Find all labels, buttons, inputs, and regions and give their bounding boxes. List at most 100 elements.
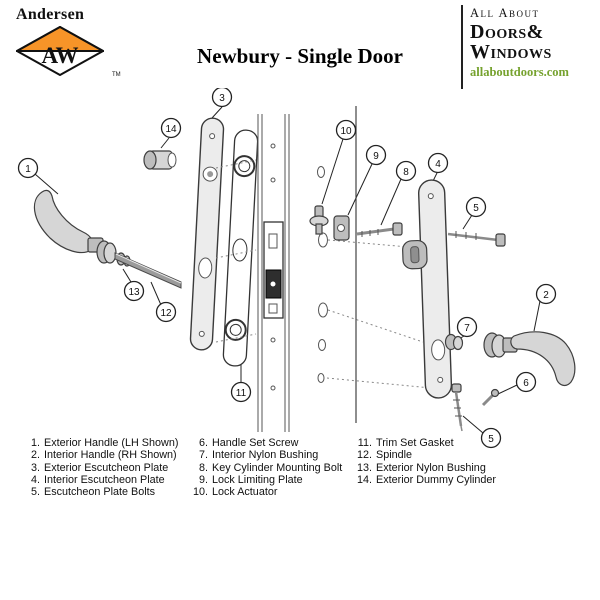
legend-item: 14. Exterior Dummy Cylinder (354, 474, 554, 486)
legend-item: 4. Interior Escutcheon Plate (22, 474, 187, 486)
store-url: allaboutdoors.com (470, 64, 569, 79)
legend-item-label: Escutcheon Plate Bolts (44, 486, 156, 499)
logo-monogram: AW (41, 43, 78, 68)
legend-item-label: Exterior Nylon Bushing (376, 461, 486, 474)
legend-item: 10. Lock Actuator (190, 486, 355, 498)
legend-item-number: 7. (198, 449, 208, 462)
header-divider (461, 5, 463, 89)
callout-5-bottom: 5 (480, 427, 502, 449)
legend-item-label: Interior Escutcheon Plate (44, 473, 165, 486)
legend-item: 13. Exterior Nylon Bushing (354, 462, 554, 474)
interior-handle (483, 331, 576, 387)
legend-item-label: Trim Set Gasket (376, 437, 454, 449)
callout-7: 7 (456, 316, 478, 338)
andersen-brand: Andersen AW TM (16, 6, 126, 78)
svg-text:3: 3 (219, 93, 225, 104)
legend-item: 7. Interior Nylon Bushing (190, 449, 355, 461)
legend-item: 2. Interior Handle (RH Shown) (22, 449, 187, 461)
callout-14: 14 (160, 117, 182, 139)
door-face-line (317, 106, 453, 423)
callouts: 1 2 3 4 5 5 6 (17, 88, 557, 449)
svg-text:8: 8 (403, 167, 409, 178)
interior-assembly (309, 106, 576, 432)
page-title: Newbury - Single Door (197, 44, 403, 68)
callout-5-top: 5 (465, 196, 487, 218)
legend-item: 12. Spindle (354, 449, 554, 461)
svg-text:13: 13 (128, 287, 140, 298)
legend-item: 8. Key Cylinder Mounting Bolt (190, 462, 355, 474)
exploded-diagram: 1 2 3 4 5 5 6 (17, 88, 576, 449)
legend-item: 3. Exterior Escutcheon Plate (22, 462, 187, 474)
legend-item: 6. Handle Set Screw (190, 437, 355, 449)
svg-text:2: 2 (543, 290, 549, 301)
legend-item-number: 5. (30, 486, 40, 499)
legend-item-label: Interior Handle (RH Shown) (44, 449, 177, 462)
legend-item: 5. Escutcheon Plate Bolts (22, 486, 187, 498)
legend-item-label: Exterior Dummy Cylinder (376, 473, 496, 486)
legend-item-number: 13. (356, 461, 372, 474)
callout-11: 11 (230, 381, 252, 403)
exterior-dummy-cylinder (143, 150, 177, 170)
callout-2: 2 (535, 283, 557, 305)
exterior-assembly (33, 114, 290, 432)
legend-item: 11. Trim Set Gasket (354, 437, 554, 449)
legend-item-number: 3. (30, 461, 40, 474)
legend-item-label: Interior Nylon Bushing (212, 449, 319, 462)
callout-4: 4 (427, 152, 449, 174)
store-logo-line1: All About (470, 6, 540, 20)
callout-10: 10 (335, 119, 357, 141)
spindle (114, 252, 182, 289)
legend-item-number: 9. (198, 473, 208, 486)
legend-item-number: 14. (356, 473, 372, 486)
legend-item-number: 10. (192, 486, 208, 499)
leader-lines (34, 106, 541, 434)
legend-item: 9. Lock Limiting Plate (190, 474, 355, 486)
callout-12: 12 (155, 301, 177, 323)
svg-text:5: 5 (473, 203, 479, 214)
alignment-dotted-lines-left (215, 159, 257, 343)
svg-text:14: 14 (165, 124, 177, 135)
legend-item-label: Spindle (376, 449, 413, 462)
escutcheon-plate-bolt-top (447, 231, 506, 247)
store-logo: All About Doors& Windows allaboutdoors.c… (470, 7, 598, 78)
escutcheon-plate-bolt-bottom (451, 383, 463, 432)
svg-text:11: 11 (236, 388, 247, 399)
legend-column-1: 1. Exterior Handle (LH Shown) 2. Interio… (22, 437, 187, 498)
store-logo-line3: Windows (470, 40, 552, 63)
legend-item-label: Handle Set Screw (212, 437, 299, 449)
svg-text:6: 6 (523, 378, 529, 389)
brand-name: Andersen (16, 6, 85, 23)
svg-text:12: 12 (160, 308, 172, 319)
callout-1: 1 (17, 157, 39, 179)
legend-item-label: Lock Actuator (212, 486, 278, 499)
svg-text:10: 10 (340, 126, 352, 137)
svg-text:9: 9 (373, 151, 379, 162)
interior-nylon-bushing (444, 333, 464, 351)
trademark-symbol: TM (112, 72, 121, 78)
legend-item-label: Lock Limiting Plate (212, 473, 303, 486)
callout-9: 9 (365, 144, 387, 166)
key-cylinder-mounting-bolt (356, 222, 403, 237)
exterior-handle (33, 189, 117, 264)
legend-item-label: Exterior Handle (LH Shown) (44, 437, 179, 449)
legend-item-number: 12. (356, 449, 372, 462)
svg-text:5: 5 (488, 434, 494, 445)
lock-limiting-plate (333, 215, 350, 241)
callout-6: 6 (515, 371, 537, 393)
legend-item-number: 1. (30, 437, 40, 449)
legend-item-label: Exterior Escutcheon Plate (44, 461, 169, 474)
legend-item-number: 8. (198, 461, 208, 474)
svg-text:1: 1 (25, 164, 31, 175)
legend-item-number: 11. (357, 437, 372, 449)
door-edge (257, 114, 290, 432)
trim-set-gasket (222, 129, 259, 367)
legend-item: 1. Exterior Handle (LH Shown) (22, 437, 187, 449)
legend-item-number: 2. (30, 449, 40, 462)
store-logo-line2: Doors& (470, 20, 544, 43)
svg-text:7: 7 (464, 323, 470, 334)
logo-roof-triangle (16, 26, 104, 52)
callout-13: 13 (123, 280, 145, 302)
legend-item-number: 6. (198, 437, 208, 449)
legend-column-3: 11. Trim Set Gasket 12. Spindle 13. Exte… (354, 437, 554, 486)
